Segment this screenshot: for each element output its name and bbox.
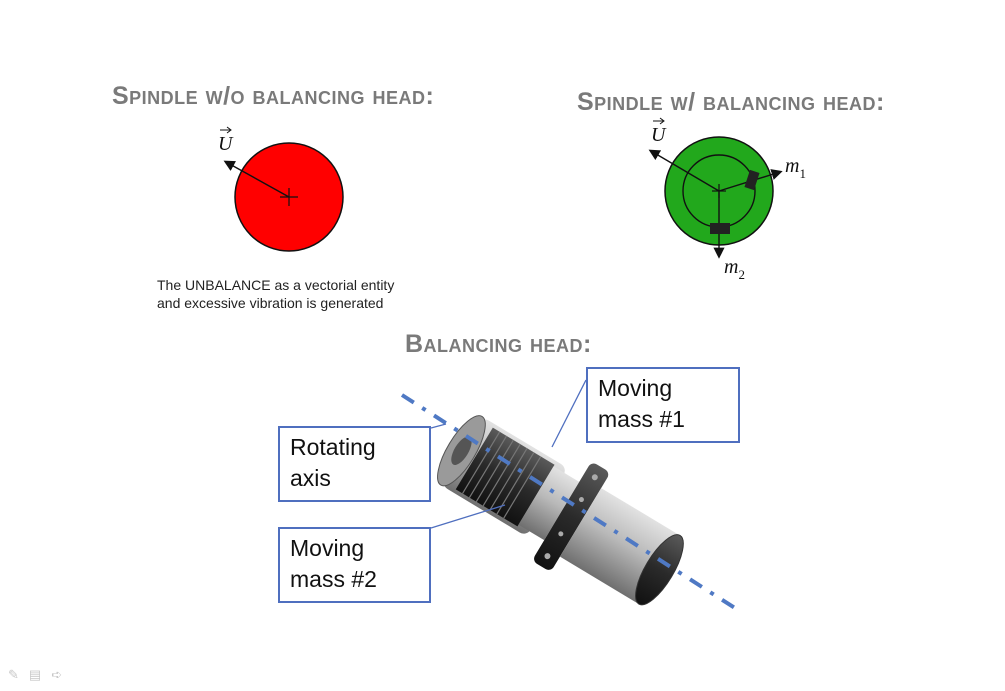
- heading-spindle-with-balancing-head: Spindle w/ balancing head:: [577, 88, 885, 116]
- leader-moving-mass-1: [551, 379, 587, 448]
- green-balanced-disc: U m1 m2: [648, 117, 806, 282]
- leader-moving-mass-2: [430, 504, 506, 529]
- slideshow-toolbar: ✎ ▤ ➪: [8, 667, 62, 683]
- green-disc: [664, 136, 774, 246]
- unbalance-vector-arrow: [223, 160, 290, 198]
- callout-text-line-1: Moving: [598, 375, 673, 401]
- pen-icon[interactable]: ✎: [8, 667, 19, 682]
- rotor-winding-section: [455, 427, 555, 527]
- head-rear-cylinder: [443, 419, 565, 534]
- caption-line-2: and excessive vibration is generated: [157, 295, 384, 311]
- vector-bar-tip: [659, 117, 665, 125]
- leader-rotating-axis: [430, 423, 447, 429]
- front-cap: [635, 534, 684, 606]
- mass2-label: m2: [724, 256, 745, 282]
- inner-track-ring: [682, 154, 756, 228]
- mass2-block: [710, 223, 730, 234]
- vector-bar-tip: [226, 126, 232, 134]
- head-rear-hub: [451, 436, 472, 465]
- unbalance-vector-label: U: [651, 124, 667, 146]
- head-rear-face: [437, 415, 486, 487]
- unbalance-vector-arrow: [648, 149, 720, 192]
- callout-text-line-1: Rotating: [290, 434, 376, 460]
- red-unbalanced-disc: U: [218, 126, 344, 252]
- callout-text-line-1: Moving: [290, 535, 365, 561]
- heading-balancing-head: Balancing head:: [405, 330, 592, 358]
- next-arrow-icon[interactable]: ➪: [51, 667, 63, 682]
- heading-spindle-without-balancing-head: Spindle w/o balancing head:: [112, 82, 435, 110]
- unbalance-vector-label: U: [218, 133, 234, 155]
- middle-ring: [518, 466, 580, 541]
- callout-text-line-2: mass #1: [598, 406, 685, 432]
- callout-moving-mass-1: Moving mass #1: [586, 367, 740, 443]
- callout-text-line-2: axis: [290, 465, 331, 491]
- callout-moving-mass-2: Moving mass #2: [278, 527, 431, 603]
- callout-text-line-2: mass #2: [290, 566, 377, 592]
- mass1-vector-arrow: [718, 169, 783, 192]
- mass1-block: [744, 169, 760, 191]
- unbalance-caption: The UNBALANCE as a vectorial entity and …: [157, 276, 394, 312]
- front-cylinder: [559, 488, 681, 605]
- mass1-label: m1: [785, 155, 806, 181]
- red-disc: [234, 142, 344, 252]
- mounting-flange: [534, 463, 609, 570]
- callout-rotating-axis: Rotating axis: [278, 426, 431, 502]
- menu-icon[interactable]: ▤: [28, 667, 42, 682]
- caption-line-1: The UNBALANCE as a vectorial entity: [157, 277, 395, 293]
